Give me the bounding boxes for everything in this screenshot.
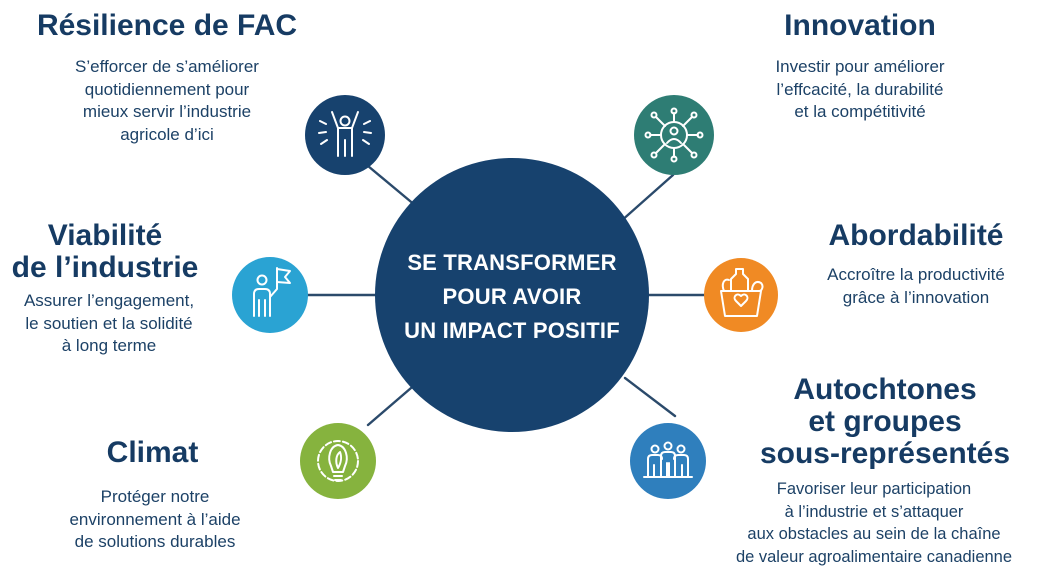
innovation-desc-line: l’effcacité, la durabilité xyxy=(776,79,944,99)
climat-description: Protéger notre environnement à l’aide de… xyxy=(50,486,260,554)
gear-bulb-leaf-icon xyxy=(317,440,359,482)
center-hub xyxy=(375,158,649,432)
autochtones-desc-line: à l’industrie et s’attaquer xyxy=(784,502,964,521)
autochtones-desc-line: aux obstacles au sein de la chaîne xyxy=(747,525,1001,543)
resilience-desc-line: agricole d’ici xyxy=(120,124,214,144)
resilience-circle xyxy=(305,95,385,175)
node-innovation xyxy=(634,95,714,175)
autochtones-description: Favoriser leur participation à l’industr… xyxy=(700,478,1048,568)
node-viabilite xyxy=(232,257,308,333)
abordabilite-desc-line: Accroître la productivité xyxy=(827,265,1005,284)
node-abordabilite xyxy=(704,258,778,332)
connector-autochtones xyxy=(623,376,677,418)
autochtones-title-line: sous-représentés xyxy=(759,437,1011,470)
innovation-title-line: Innovation xyxy=(784,9,936,42)
autochtones-desc-line: de valeur agroalimentaire canadienne xyxy=(735,547,1013,566)
viabilite-desc-line: le soutien et la solidité xyxy=(25,313,193,333)
resilience-title: Résilience de FAC xyxy=(8,10,326,42)
viabilite-desc-line: à long terme xyxy=(61,336,157,355)
abordabilite-description: Accroître la productivité grâce à l’inno… xyxy=(800,264,1032,309)
autochtones-title: Autochtones et groupes sous-représentés xyxy=(740,374,1030,470)
climat-title: Climat xyxy=(70,437,235,469)
climat-desc-line: environnement à l’aide xyxy=(69,509,241,529)
node-resilience xyxy=(305,95,385,175)
connector-innovation xyxy=(618,173,675,224)
climat-desc-line: Protéger notre xyxy=(100,487,210,506)
node-autochtones xyxy=(630,423,706,499)
person-celebrating-icon xyxy=(318,111,372,157)
resilience-desc-line: quotidiennement pour xyxy=(84,79,250,99)
connectors xyxy=(301,164,712,427)
center-title-line: POUR AVOIR xyxy=(442,284,582,309)
person-flag-icon xyxy=(253,267,291,317)
autochtones-title-line: Autochtones xyxy=(793,373,977,406)
climat-desc-line: de solutions durables xyxy=(74,532,236,551)
viabilite-desc-line: Assurer l’engagement, xyxy=(23,291,195,310)
innovation-title: Innovation xyxy=(730,10,990,42)
network-person-icon xyxy=(644,107,704,163)
abordabilite-title: Abordabilité xyxy=(806,220,1026,252)
autochtones-title-line: et groupes xyxy=(808,405,962,438)
climat-title-line: Climat xyxy=(106,436,199,469)
innovation-desc-line: Investir pour améliorer xyxy=(775,57,945,76)
center-title: SE TRANSFORMER POUR AVOIR UN IMPACT POSI… xyxy=(377,246,647,348)
group-people-icon xyxy=(643,441,693,478)
center-title-line: UN IMPACT POSITIF xyxy=(404,318,620,343)
resilience-title-line: Résilience de FAC xyxy=(36,9,298,42)
viabilite-title-line: Viabilité xyxy=(47,219,163,252)
resilience-desc-line: mieux servir l’industrie xyxy=(82,102,252,121)
center-title-line: SE TRANSFORMER xyxy=(407,250,617,275)
viabilite-description: Assurer l’engagement, le soutien et la s… xyxy=(0,290,218,358)
autochtones-desc-line: Favoriser leur participation xyxy=(776,480,972,498)
connector-climat xyxy=(366,380,420,427)
node-climat xyxy=(300,423,376,499)
abordabilite-desc-line: grâce à l’innovation xyxy=(842,287,990,307)
autochtones-circle xyxy=(630,423,706,499)
abordabilite-title-line: Abordabilité xyxy=(828,219,1004,252)
innovation-desc-line: et la compétitivité xyxy=(794,102,926,121)
resilience-desc-line: S’efforcer de s’améliorer xyxy=(75,57,259,76)
food-basket-icon xyxy=(720,268,764,317)
innovation-description: Investir pour améliorer l’effcacité, la … xyxy=(725,56,995,124)
climat-circle xyxy=(300,423,376,499)
resilience-description: S’efforcer de s’améliorer quotidiennemen… xyxy=(28,56,306,146)
connector-resilience xyxy=(366,164,418,208)
viabilite-title: Viabilité de l’industrie xyxy=(0,220,210,284)
viabilite-title-line: de l’industrie xyxy=(11,251,199,284)
